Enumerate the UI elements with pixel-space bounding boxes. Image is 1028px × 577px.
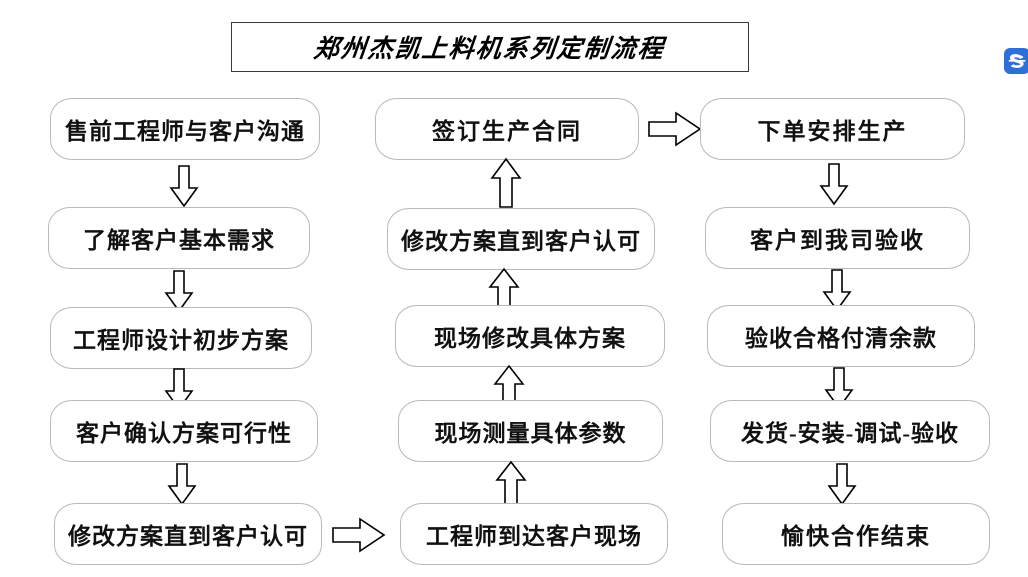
flow-node-col1-5[interactable]: 修改方案直到客户认可 — [54, 503, 322, 565]
flow-node-label: 现场测量具体参数 — [434, 421, 627, 446]
flow-node-label: 售前工程师与客户沟通 — [65, 119, 305, 144]
flow-node-label: 了解客户基本需求 — [83, 228, 275, 253]
chart-title-text: 郑州杰凯上料机系列定制流程 — [312, 36, 667, 63]
down-arrow-col1-4 — [160, 462, 204, 506]
flow-node-label: 现场修改具体方案 — [434, 326, 626, 351]
chart-title-box: 郑州杰凯上料机系列定制流程 — [231, 22, 749, 72]
flow-node-label: 发货-安装-调试-验收 — [741, 421, 959, 446]
flow-node-label: 下单安排生产 — [757, 119, 908, 144]
flow-node-col2-3[interactable]: 现场修改具体方案 — [395, 305, 665, 367]
flow-node-label: 修改方案直到客户认可 — [401, 229, 641, 254]
down-arrow-col1-1 — [162, 164, 206, 208]
down-arrow-col3-3 — [817, 366, 861, 410]
right-arrow-col2-to-col3 — [646, 108, 704, 150]
flow-node-label: 工程师到达客户现场 — [426, 524, 642, 549]
down-arrow-col1-2 — [157, 269, 201, 313]
flow-node-col1-3[interactable]: 工程师设计初步方案 — [50, 307, 312, 369]
flow-node-label: 工程师设计初步方案 — [73, 328, 289, 353]
flow-node-label: 愉快合作结束 — [781, 524, 931, 549]
down-arrow-col3-2 — [815, 268, 859, 312]
up-arrow-col2-4 — [489, 459, 533, 507]
flow-node-col3-1[interactable]: 下单安排生产 — [700, 98, 965, 160]
flow-node-label: 签订生产合同 — [432, 119, 582, 144]
company-watermark-logo — [1004, 48, 1028, 74]
flow-node-col3-3[interactable]: 验收合格付清余款 — [707, 305, 975, 367]
flow-node-col2-1[interactable]: 签订生产合同 — [375, 98, 639, 160]
flow-node-col2-5[interactable]: 工程师到达客户现场 — [400, 503, 668, 565]
flow-node-col2-4[interactable]: 现场测量具体参数 — [398, 400, 663, 462]
flow-node-col1-4[interactable]: 客户确认方案可行性 — [50, 400, 318, 462]
flow-node-col1-2[interactable]: 了解客户基本需求 — [48, 207, 310, 269]
down-arrow-col3-1 — [812, 162, 856, 206]
flow-node-label: 客户到我司验收 — [750, 228, 925, 253]
flow-node-col1-1[interactable]: 售前工程师与客户沟通 — [50, 98, 320, 160]
flow-node-col3-2[interactable]: 客户到我司验收 — [705, 207, 970, 269]
down-arrow-col3-4 — [820, 462, 864, 506]
flow-node-col2-2[interactable]: 修改方案直到客户认可 — [387, 208, 655, 270]
right-arrow-col1-to-col2 — [330, 514, 388, 556]
flow-node-label: 验收合格付清余款 — [745, 326, 937, 351]
flow-node-col3-5[interactable]: 愉快合作结束 — [722, 503, 990, 565]
flow-node-label: 客户确认方案可行性 — [76, 421, 292, 446]
flow-node-label: 修改方案直到客户认可 — [68, 524, 308, 549]
up-arrow-col2-1 — [484, 156, 528, 210]
flow-node-col3-4[interactable]: 发货-安装-调试-验收 — [710, 400, 990, 462]
